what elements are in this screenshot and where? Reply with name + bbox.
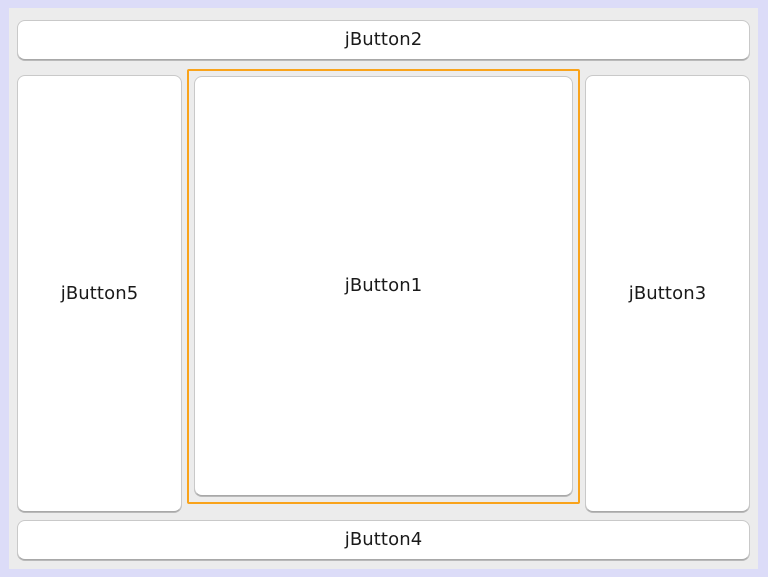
content-panel: jButton2 jButton5 jButton1 jButton3	[9, 8, 758, 569]
jbutton3-label: jButton3	[628, 282, 707, 304]
jbutton4-button[interactable]: jButton4	[17, 520, 750, 560]
jbutton1-label: jButton1	[344, 275, 423, 296]
jbutton2-button[interactable]: jButton2	[17, 20, 750, 60]
middle-row: jButton5 jButton1 jButton3	[14, 69, 753, 512]
jbutton4-label: jButton4	[344, 529, 423, 550]
jbutton5-button[interactable]: jButton5	[17, 75, 182, 512]
jbutton5-label: jButton5	[60, 282, 139, 304]
jbutton1-button[interactable]: jButton1	[194, 76, 573, 496]
jbutton2-label: jButton2	[344, 29, 423, 50]
jbutton3-button[interactable]: jButton3	[585, 75, 750, 512]
left-column: jButton5	[14, 69, 185, 512]
right-column: jButton3	[582, 69, 753, 512]
selection-outline[interactable]: jButton1	[187, 69, 580, 504]
